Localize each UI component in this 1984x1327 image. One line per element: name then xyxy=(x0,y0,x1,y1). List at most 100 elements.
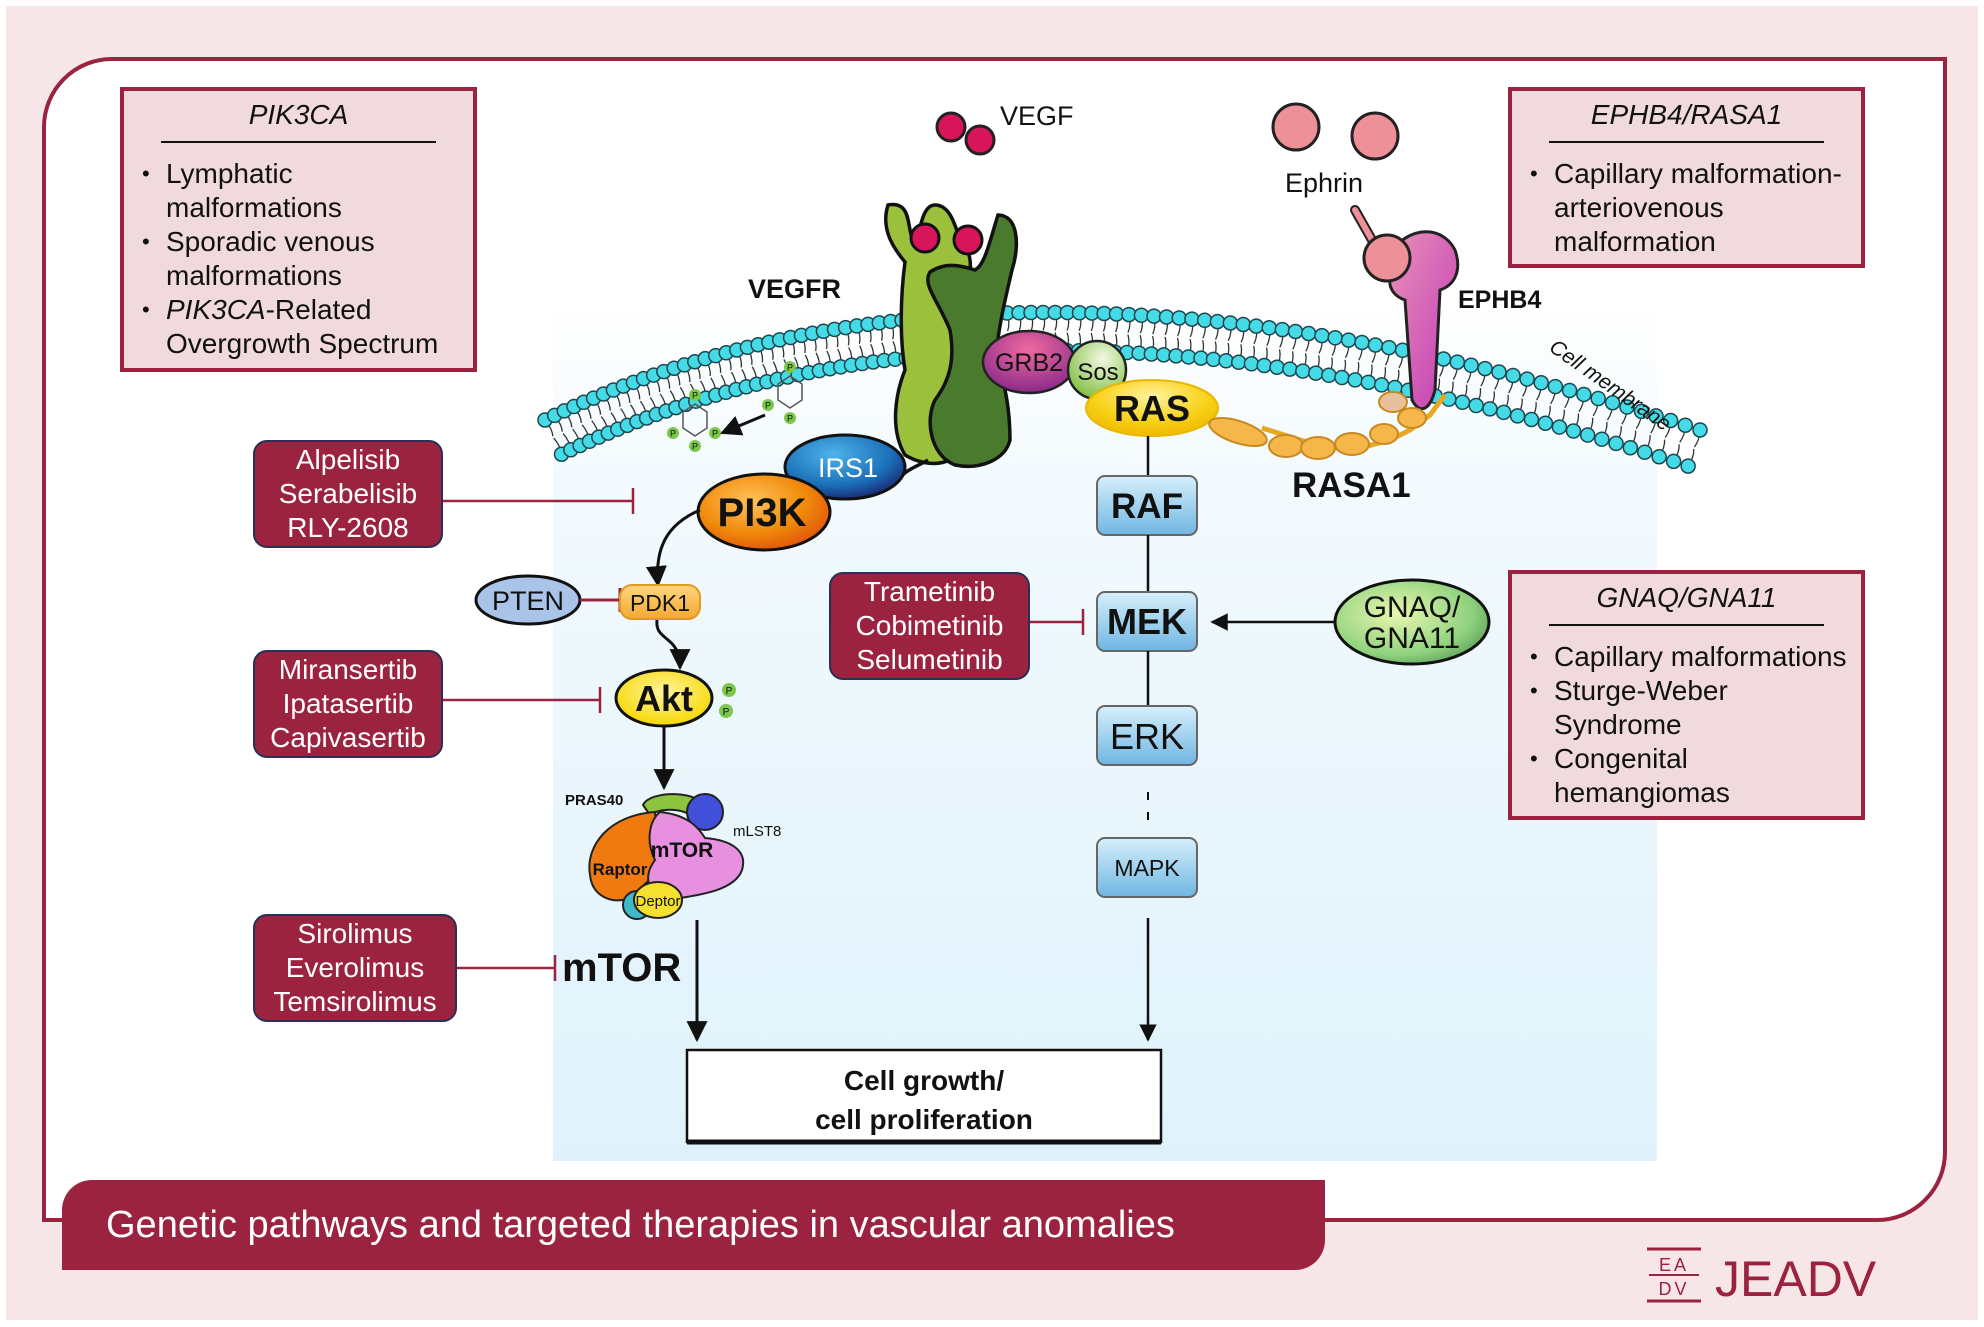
lipid-head xyxy=(1576,386,1592,403)
pi3k-label: PI3K xyxy=(718,491,807,535)
lipid-head xyxy=(1619,399,1635,415)
drug-box-pi3k-inhibitors: Alpelisib Serabelisib RLY-2608 xyxy=(253,440,443,548)
akt-label: Akt xyxy=(635,678,693,719)
drug-box-akt-inhibitors: Miransertib Ipatasertib Capivasertib xyxy=(253,650,443,758)
lipid-head xyxy=(1381,339,1397,356)
raf-label: RAF xyxy=(1111,487,1183,526)
drug-name: Ipatasertib xyxy=(282,688,414,719)
phosphate-icon xyxy=(762,399,774,411)
phosphate-icon xyxy=(709,427,721,439)
lipid-head xyxy=(1209,313,1226,330)
lipid-head xyxy=(1482,401,1498,417)
logo-mark-top: EA xyxy=(1659,1255,1689,1275)
lipid-head xyxy=(1373,377,1390,393)
lipid-head xyxy=(1636,444,1653,460)
gene-box-item: Capillary malformation-arteriovenous mal… xyxy=(1530,157,1861,259)
lipid-head xyxy=(1171,310,1187,326)
mtor-label: mTOR xyxy=(562,946,681,990)
lipid-head xyxy=(1314,327,1330,344)
inhibition-lines xyxy=(442,488,1085,981)
lipid-head xyxy=(1196,312,1213,329)
mlst8-label: mLST8 xyxy=(733,823,781,840)
pdk1-node xyxy=(619,584,701,620)
svg-text:P: P xyxy=(726,686,733,697)
lipid-head xyxy=(1651,448,1667,465)
gene-box-item: Congenital hemangiomas xyxy=(1530,742,1861,810)
ephrin-label: Ephrin xyxy=(1285,168,1363,198)
grb2-label: GRB2 xyxy=(995,349,1063,377)
gene-box-pik3ca: PIK3CA Lymphatic malformations Sporadic … xyxy=(120,87,477,372)
lipid-head xyxy=(1491,364,1507,380)
deptor-label: Deptor xyxy=(635,893,680,910)
mtor-subunit-label: mTOR xyxy=(651,839,714,862)
mtor-complex xyxy=(588,793,745,920)
ephb4-label: EPHB4 xyxy=(1458,286,1541,314)
irs1-label: IRS1 xyxy=(818,453,878,483)
gene-name-italic: PIK3CA xyxy=(166,294,266,325)
lipid-head xyxy=(1537,415,1554,431)
drug-name: Alpelisib xyxy=(295,444,401,475)
drug-name: Cobimetinib xyxy=(855,610,1004,641)
lipid-head xyxy=(1367,337,1384,353)
ras-node xyxy=(1085,379,1219,437)
lipid-head xyxy=(1184,311,1200,327)
divider xyxy=(161,141,436,143)
mek-label: MEK xyxy=(1107,601,1187,642)
lipid-head xyxy=(1274,321,1291,338)
divider xyxy=(1549,624,1824,626)
lipid-head xyxy=(1354,334,1370,351)
phosphate-label: P xyxy=(692,442,698,452)
ephb4-receptor xyxy=(1350,205,1460,411)
raptor-label: Raptor xyxy=(593,860,648,879)
ras-label: RAS xyxy=(1114,388,1190,429)
lipid-head xyxy=(1622,440,1639,456)
lipid-head xyxy=(1547,378,1564,395)
lipid-head xyxy=(1334,369,1350,386)
jeadv-logo: EA DV JEADV xyxy=(1645,1246,1920,1307)
gene-box-ephb4-rasa1: EPHB4/RASA1 Capillary malformation-arter… xyxy=(1508,87,1865,268)
lipid-head xyxy=(1269,359,1285,375)
akt-node xyxy=(614,668,714,728)
rasa1-protein xyxy=(1208,391,1447,460)
phosphate-label: P xyxy=(670,429,676,439)
pdk1-to-akt-arrow xyxy=(655,619,691,671)
lipid-head xyxy=(1477,360,1493,377)
divider xyxy=(1549,141,1824,143)
figure-title: Genetic pathways and targeted therapies … xyxy=(106,1203,1175,1246)
gene-box-gnaq-gna11: GNAQ/GNA11 Capillary malformations Sturg… xyxy=(1508,570,1865,820)
drug-box-mtor-inhibitors: Sirolimus Everolimus Temsirolimus xyxy=(253,914,457,1022)
ephrin-ligand xyxy=(1271,102,1400,161)
akt-phospho-icons: P P xyxy=(719,683,736,718)
lipid-head xyxy=(1360,374,1377,391)
irs1-node xyxy=(783,433,907,501)
pdk1-label: PDK1 xyxy=(630,590,690,616)
lipid-head xyxy=(1509,408,1526,424)
figure-title-banner: Genetic pathways and targeted therapies … xyxy=(62,1180,1325,1270)
lipid-head xyxy=(1505,367,1521,384)
phosphate-icon xyxy=(689,389,701,401)
gene-box-item: Sporadic venous malformations xyxy=(142,225,473,293)
lipid-head xyxy=(1594,431,1610,447)
phosphate-label: P xyxy=(787,414,793,424)
vegfr-label: VEGFR xyxy=(748,274,841,304)
gene-box-item: PIK3CA-Related Overgrowth Spectrum xyxy=(142,293,473,361)
lipid-head xyxy=(1454,394,1471,411)
phosphate-label: P xyxy=(692,391,698,401)
rasa1-label: RASA1 xyxy=(1292,466,1411,505)
lipid-head xyxy=(1256,357,1272,374)
phosphate-icon xyxy=(689,440,701,452)
gene-box-title: GNAQ/GNA11 xyxy=(1596,582,1777,613)
erk-node xyxy=(1096,705,1198,766)
lipid-head xyxy=(1340,332,1357,348)
drug-name: Everolimus xyxy=(285,952,425,983)
pras40-label: PRAS40 xyxy=(565,792,623,809)
lipid-head xyxy=(1248,318,1264,334)
phosphate-icon xyxy=(784,412,796,424)
lipid-head xyxy=(1677,417,1694,433)
lipid-head xyxy=(1519,371,1535,387)
lipid-head xyxy=(1295,363,1311,379)
drug-name: Serabelisib xyxy=(278,478,418,509)
